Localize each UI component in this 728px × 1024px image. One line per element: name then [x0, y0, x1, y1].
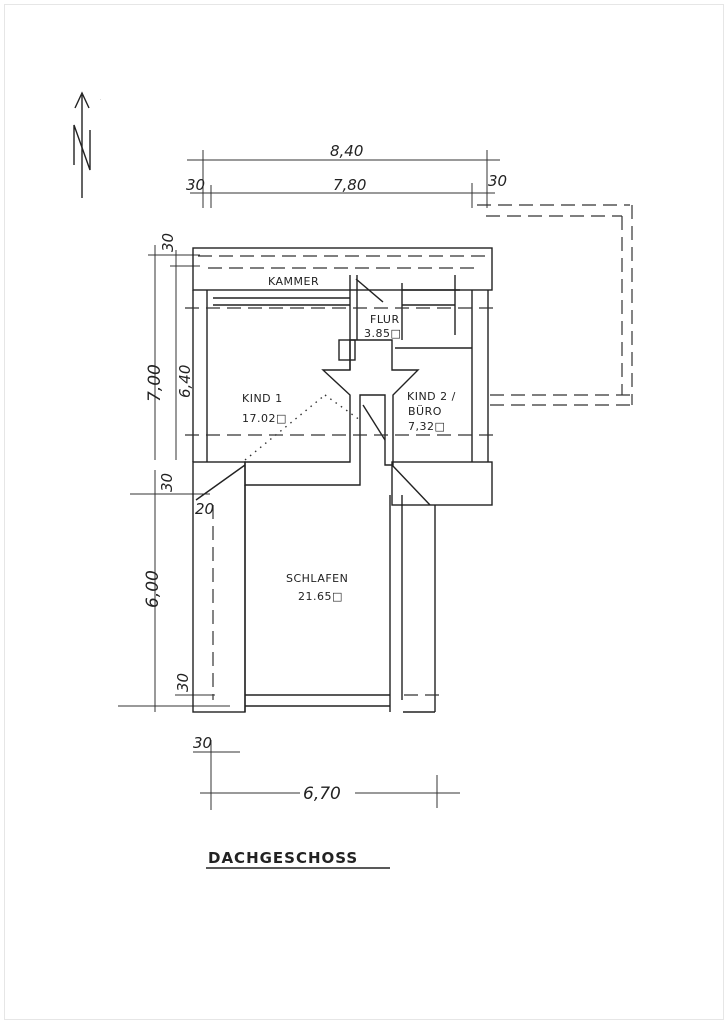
- bottom-dimensions: 30 6,70: [193, 734, 460, 810]
- room-schlafen: SCHLAFEN: [286, 572, 348, 585]
- dim-lower-width: 6,70: [303, 784, 341, 804]
- dim-outer-height: 7,00: [145, 364, 165, 402]
- room-kind1: KIND 1: [242, 392, 283, 405]
- dim-inner-width: 7,80: [333, 176, 366, 194]
- dim-wall-left-top: 30: [186, 176, 205, 194]
- room-kind1-area: 17.02□: [242, 412, 287, 425]
- dim-wall-top-vertical: 30: [159, 233, 177, 252]
- room-buero: BÜRO: [408, 405, 442, 418]
- room-labels: KAMMER FLUR 3.85□ KIND 1 17.02□ KIND 2 /…: [195, 275, 456, 603]
- dim-wall-bottom-vertical: 30: [174, 673, 192, 692]
- room-schlafen-area: 21.65□: [298, 590, 343, 603]
- room-flur-area: 3.85□: [364, 327, 401, 340]
- dim-wall-mid-vertical: 30: [158, 473, 176, 492]
- walls: [185, 204, 635, 713]
- room-kammer: KAMMER: [268, 275, 319, 288]
- room-flur: FLUR: [370, 313, 400, 326]
- dim-overall-width: 8,40: [330, 142, 363, 160]
- drawing-sheet: [4, 4, 724, 1020]
- dim-inner-height: 6,40: [176, 365, 194, 398]
- left-dimensions: 30 7,00 6,40 30 6,00 30: [118, 233, 230, 712]
- room-kind2-area: 7,32□: [408, 420, 445, 433]
- north-label: N: [100, 99, 101, 101]
- dim-lower-height: 6,00: [143, 570, 163, 608]
- north-arrow-icon: N: [73, 91, 101, 198]
- plan-title: DACHGESCHOSS: [208, 849, 358, 867]
- dim-wall-diag: 20: [195, 500, 214, 518]
- dim-wall-bottom-horizontal: 30: [193, 734, 212, 752]
- top-dimensions: 8,40 30 7,80 30: [186, 142, 507, 208]
- dim-wall-right-top: 30: [488, 172, 507, 190]
- room-kind2: KIND 2 /: [407, 390, 456, 403]
